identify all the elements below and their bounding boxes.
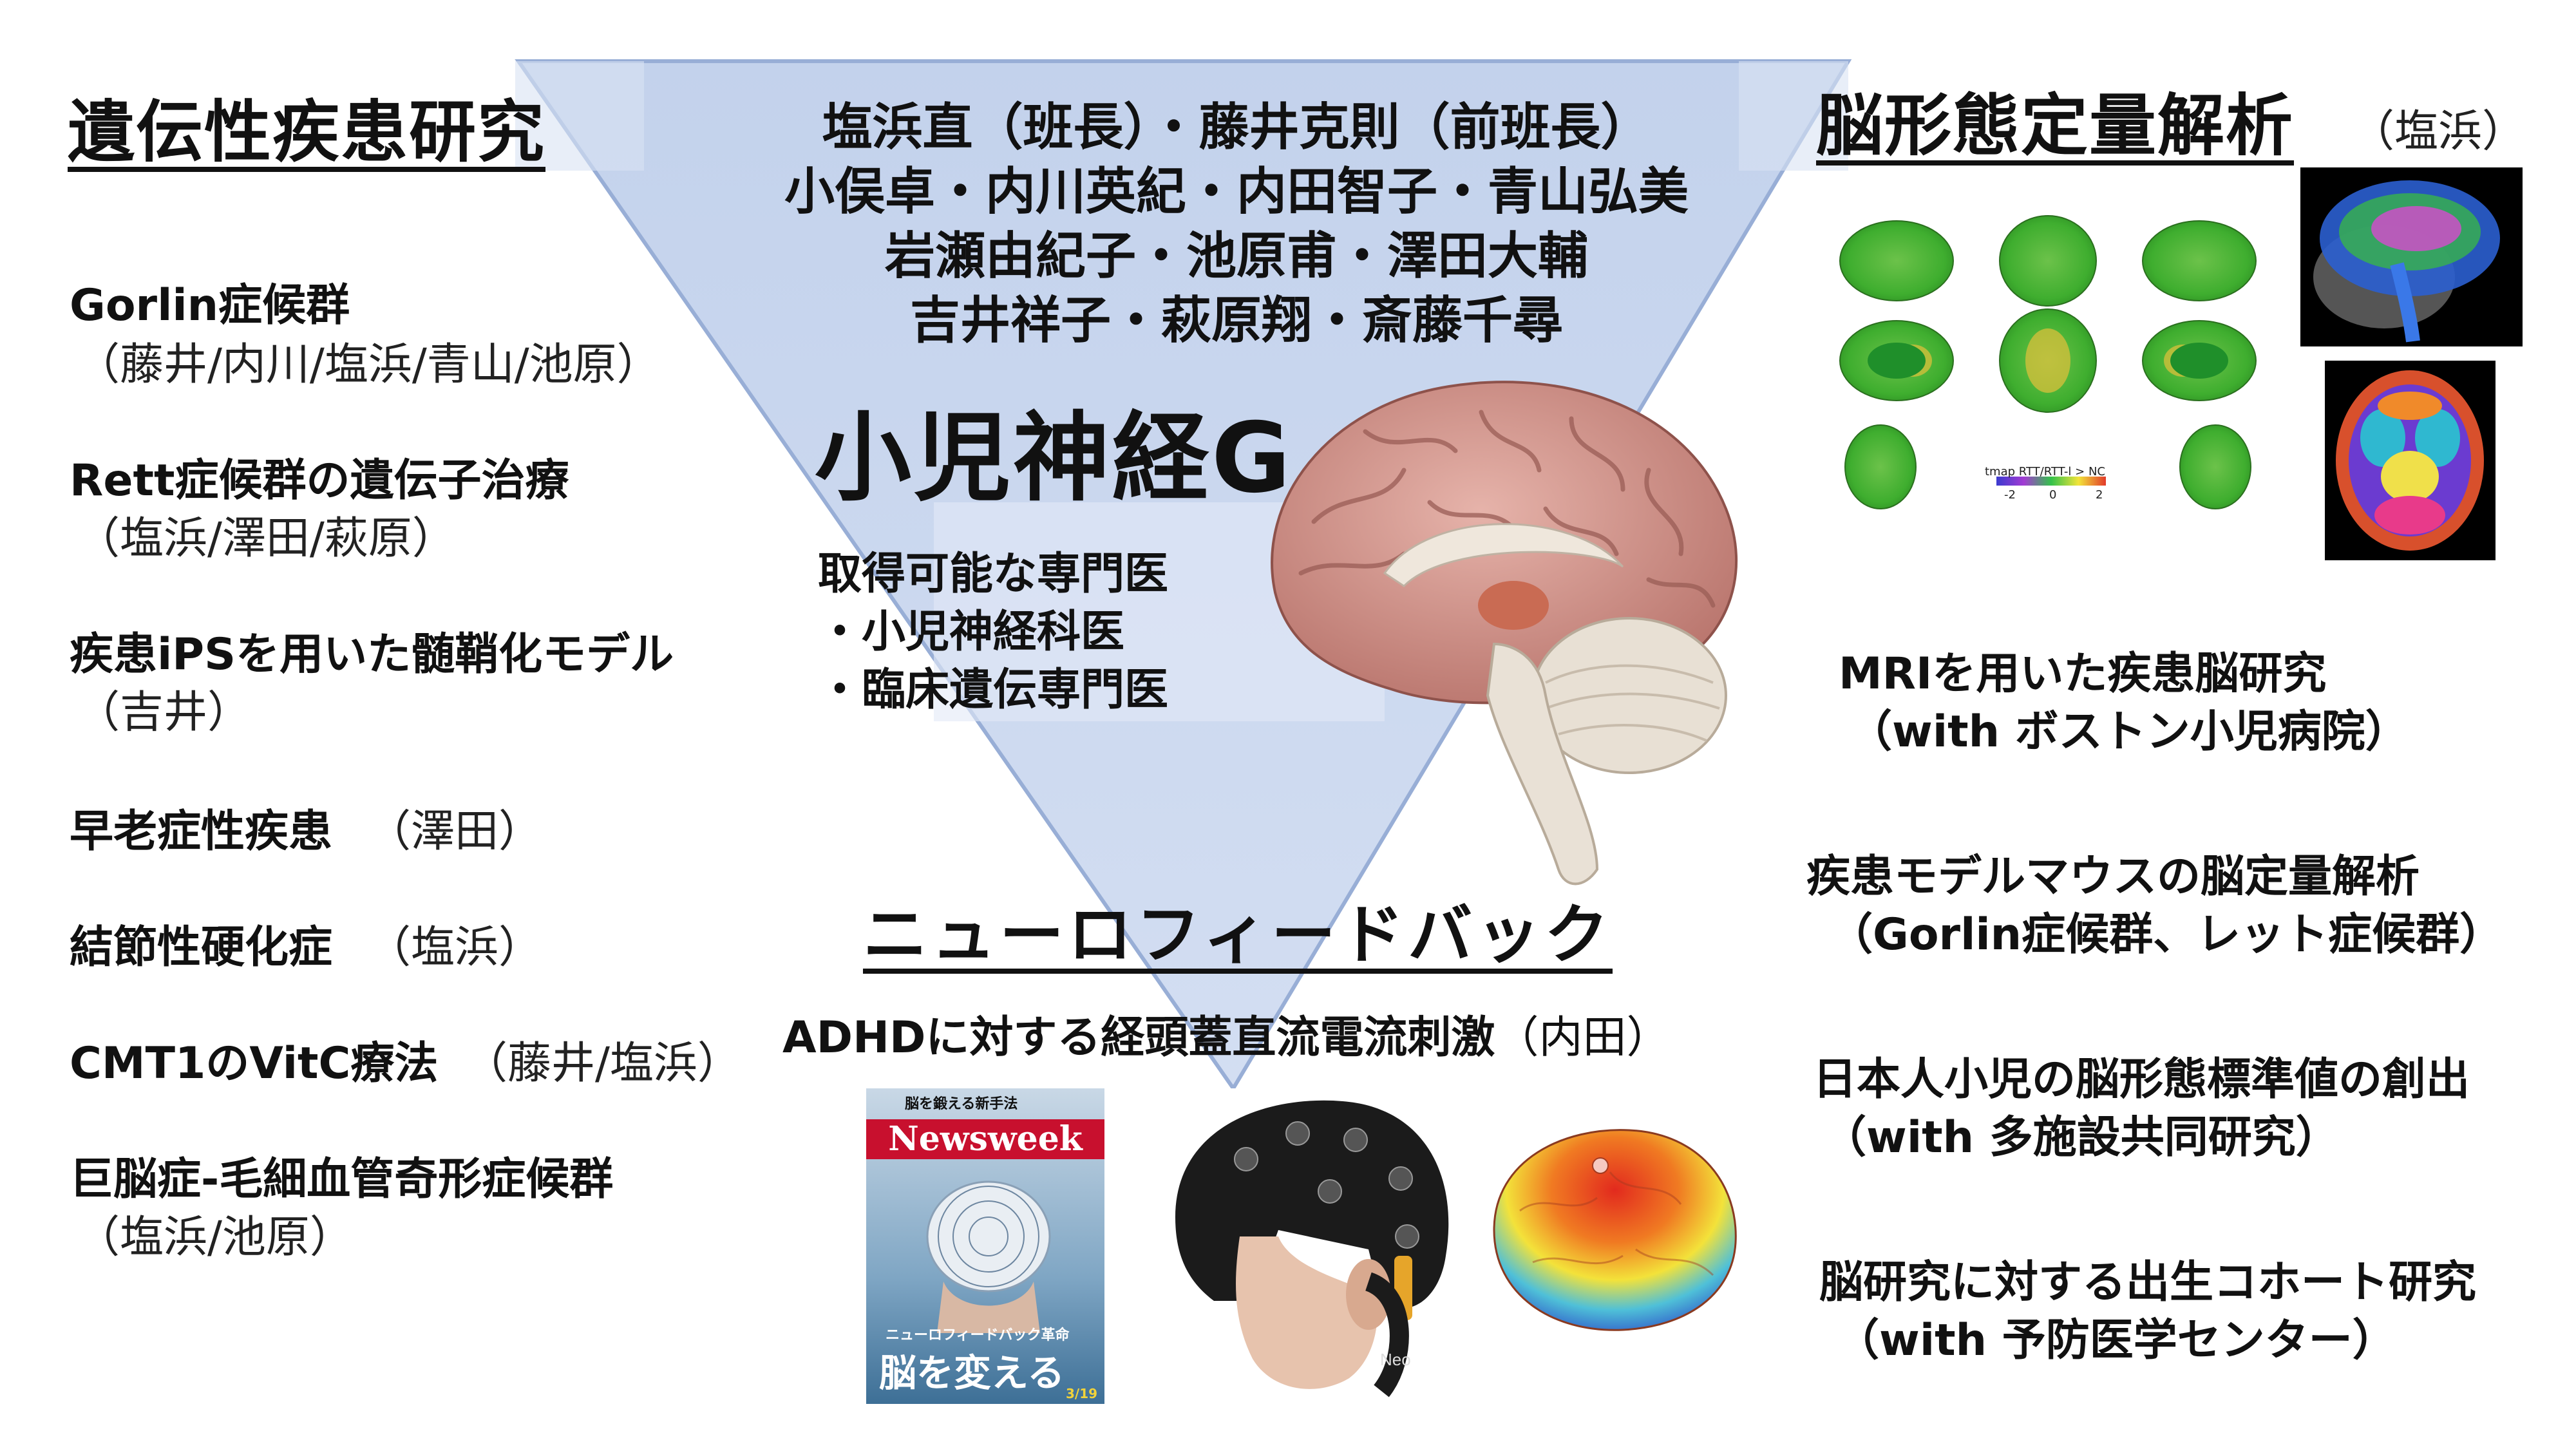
neurofeedback-desc-note: （内田） [1495, 1012, 1671, 1063]
right-item-1-sub: （with ボストン小児病院） [1848, 706, 2409, 757]
team-line-1: 塩浜直（班長）・藤井克則（前班長） [822, 99, 1651, 156]
stimulation-heatmap-brain [1493, 1129, 1737, 1331]
left-item-2-title: Rett症候群の遺伝子治療 [70, 455, 569, 506]
tractography-image [2300, 167, 2523, 346]
left-item-7-members: （塩浜/池原） [76, 1212, 354, 1263]
right-item-2-sub: （Gorlin症候群、レット症候群） [1829, 909, 2504, 960]
colorbar-tick-pos: 2 [2096, 488, 2103, 502]
eeg-cap-photo: Neo [1137, 1088, 1472, 1404]
right-item-4-title: 脳研究に対する出生コホート研究 [1819, 1257, 2477, 1308]
eeg-cap-brand: Neo [1380, 1350, 1411, 1369]
colorbar-tick-neg: -2 [2004, 488, 2016, 502]
left-item-6-title: CMT1のVitC療法 [70, 1038, 439, 1089]
section-title-morphometry: 脳形態定量解析 [1816, 86, 2295, 165]
section-title-morphometry-note: （塩浜） [2351, 106, 2526, 157]
left-item-4-members: （澤田） [367, 806, 543, 857]
brain-sagittal-illustration [1271, 381, 1738, 886]
left-item-2-members: （塩浜/澤田/萩原） [76, 513, 456, 564]
left-item-5-members: （塩浜） [367, 922, 543, 973]
team-line-2: 小俣卓・内川英紀・内田智子・青山弘美 [784, 163, 1689, 221]
left-item-6-members: （藤井/塩浜） [464, 1038, 741, 1089]
newsweek-date: 3/19 [1066, 1386, 1098, 1401]
neurofeedback-desc-main: ADHDに対する経頭蓋直流電流刺激 [782, 1012, 1495, 1063]
newsweek-headline: 脳を変える [879, 1351, 1065, 1395]
team-line-3: 岩瀬由紀子・池原甫・澤田大輔 [884, 227, 1588, 285]
left-item-3-members: （吉井） [76, 687, 252, 738]
right-item-2-title: 疾患モデルマウスの脳定量解析 [1806, 851, 2420, 902]
left-item-1-members: （藤井/内川/塩浜/青山/池原） [76, 339, 661, 390]
neurofeedback-desc: ADHDに対する経頭蓋直流電流刺激（内田） [782, 1001, 1670, 1065]
section-title-neurofeedback: ニューロフィードバック [863, 897, 1613, 972]
section-title-genetic: 遺伝性疾患研究 [68, 93, 546, 171]
segmentation-image [2325, 361, 2496, 560]
colorbar-label: tmap RTT/RTT-l > NC [1985, 465, 2105, 478]
specialist-item-2: ・臨床遺伝専門医 [818, 665, 1169, 715]
right-item-1-title: MRIを用いた疾患脳研究 [1839, 649, 2327, 699]
specialist-item-1: ・小児神経科医 [818, 607, 1125, 658]
newsweek-tagline: 脳を鍛える新手法 [905, 1096, 1018, 1112]
left-item-1-title: Gorlin症候群 [70, 280, 350, 331]
right-item-3-sub: （with 多施設共同研究） [1823, 1112, 2340, 1163]
newsweek-cover: 脳を鍛える新手法 Newsweek ニューロフィードバック革命 脳を変える 3/… [866, 1088, 1104, 1404]
newsweek-logo: Newsweek [866, 1119, 1104, 1159]
newsweek-subheadline: ニューロフィードバック革命 [886, 1327, 1070, 1343]
team-line-4: 吉井祥子・萩原翔・斎藤千尋 [909, 292, 1563, 350]
colorbar-tick-zero: 0 [2049, 488, 2057, 502]
right-item-3-title: 日本人小児の脳形態標準値の創出 [1813, 1054, 2470, 1105]
cortical-thickness-maps [1839, 215, 2257, 509]
left-item-4-title: 早老症性疾患 [70, 806, 333, 857]
left-item-5-title: 結節性硬化症 [70, 922, 333, 973]
specialist-title: 取得可能な専門医 [818, 549, 1169, 600]
group-name: 小児神経G [815, 402, 1294, 515]
left-item-7-title: 巨脳症-毛細血管奇形症候群 [70, 1154, 614, 1205]
left-item-3-title: 疾患iPSを用いた髄鞘化モデル [70, 629, 674, 680]
right-item-4-sub: （with 予防医学センター） [1835, 1315, 2396, 1366]
